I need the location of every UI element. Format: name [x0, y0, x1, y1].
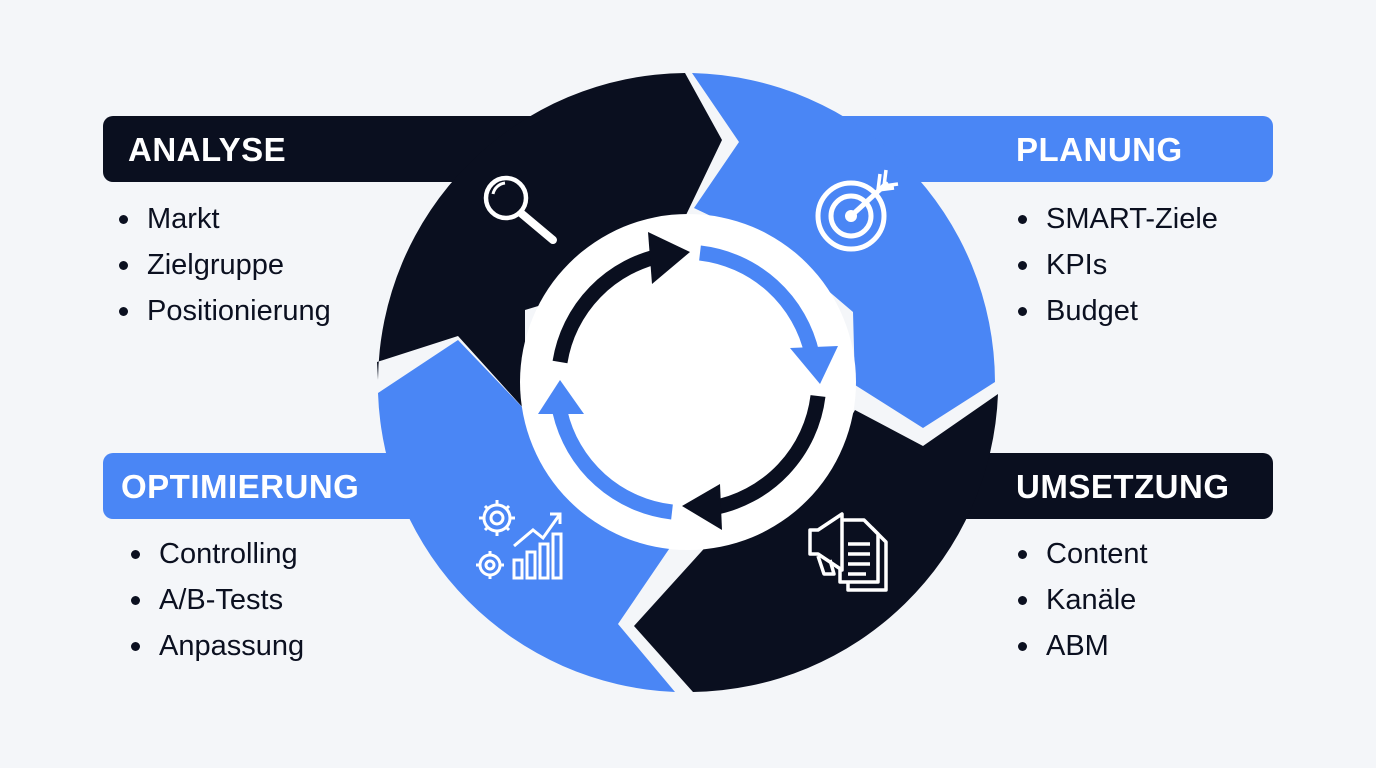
- list-item: Positionierung: [117, 288, 331, 334]
- umsetzung-list: Content Kanäle ABM: [1016, 531, 1148, 669]
- umsetzung-title: UMSETZUNG: [1016, 468, 1230, 505]
- list-item: SMART-Ziele: [1016, 196, 1218, 242]
- planung-list: SMART-Ziele KPIs Budget: [1016, 196, 1218, 334]
- magnifier-icon: [483, 175, 557, 244]
- analyse-label-bar: [103, 116, 573, 182]
- optimierung-title: OPTIMIERUNG: [121, 468, 359, 505]
- inner-arrowhead-dark-top: [648, 232, 690, 284]
- inner-circle: [520, 214, 856, 550]
- analyse-list: Markt Zielgruppe Positionierung: [117, 196, 331, 334]
- inner-arrow-blue-left: [552, 410, 673, 520]
- target-icon: [815, 169, 899, 252]
- list-item: Markt: [117, 196, 331, 242]
- inner-arrowhead-blue-left: [538, 380, 584, 414]
- inner-arrow-blue-right: [699, 245, 820, 356]
- list-item: Kanäle: [1016, 577, 1148, 623]
- megaphone-document-icon: [808, 512, 888, 592]
- inner-arrow-dark-top: [552, 247, 666, 364]
- list-item: ABM: [1016, 623, 1148, 669]
- analyse-title: ANALYSE: [128, 131, 286, 168]
- inner-arrow-dark-bottom: [710, 394, 826, 516]
- optimierung-list: Controlling A/B-Tests Anpassung: [129, 531, 304, 669]
- list-item: KPIs: [1016, 242, 1218, 288]
- list-item: Zielgruppe: [117, 242, 331, 288]
- list-item: Budget: [1016, 288, 1218, 334]
- inner-arrowhead-blue-right: [790, 346, 838, 384]
- ring-segment-optimierung: [378, 340, 682, 692]
- list-item: Controlling: [129, 531, 304, 577]
- list-item: A/B-Tests: [129, 577, 304, 623]
- list-item: Content: [1016, 531, 1148, 577]
- planung-title: PLANUNG: [1016, 131, 1183, 168]
- planung-label-bar: [800, 116, 1273, 182]
- inner-arrowhead-dark-bottom: [682, 484, 722, 530]
- gears-chart-icon: [476, 500, 563, 580]
- list-item: Anpassung: [129, 623, 304, 669]
